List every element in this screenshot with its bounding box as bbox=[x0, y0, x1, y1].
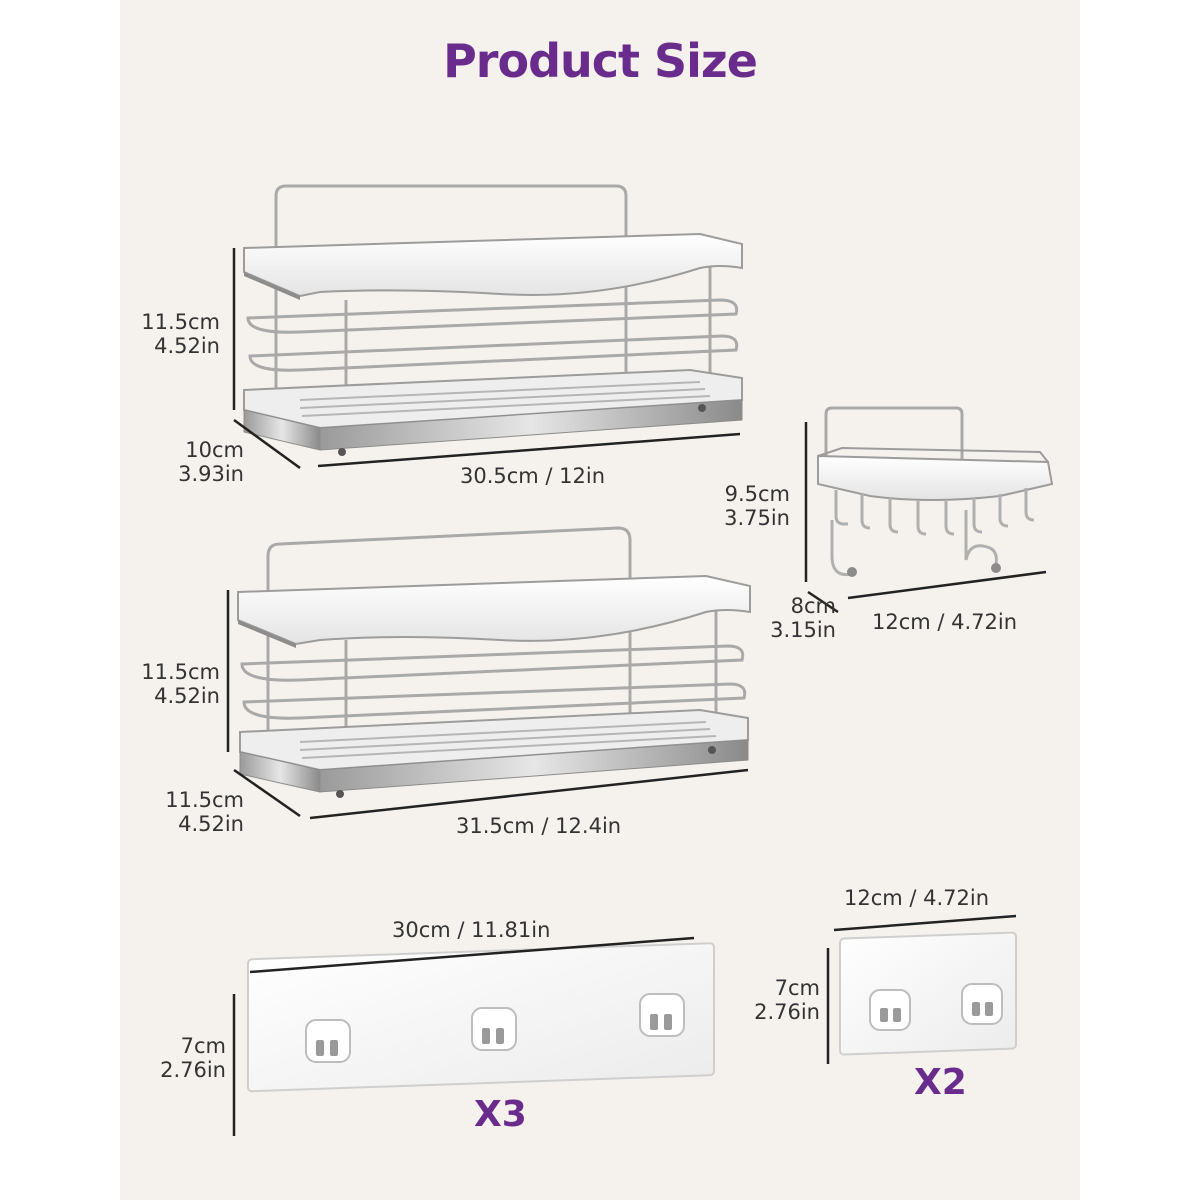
caddy-top-rim bbox=[243, 232, 743, 298]
dimension-lines-adhesive-small bbox=[826, 914, 1017, 1064]
shower-caddy-top bbox=[246, 184, 739, 440]
soap-dish-width: 12cm / 4.72in bbox=[872, 610, 1018, 634]
adhesive-large-height-in: 2.76in bbox=[160, 1058, 226, 1082]
soap-dish-height-cm: 9.5cm bbox=[724, 482, 790, 506]
caddy-bottom-base bbox=[239, 708, 749, 798]
caddy-bottom-depth-in: 4.52in bbox=[178, 812, 244, 836]
adhesive-strip-large bbox=[247, 942, 715, 1093]
caddy-top-base bbox=[243, 368, 743, 456]
caddy-top-width: 30.5cm / 12in bbox=[460, 464, 606, 488]
adhesive-large-quantity: X3 bbox=[474, 1094, 527, 1135]
soap-dish bbox=[817, 406, 1054, 577]
caddy-top-height-cm: 11.5cm bbox=[141, 310, 220, 334]
dimension-lines-soap-dish bbox=[804, 422, 1047, 614]
soap-dish-depth-cm: 8cm bbox=[790, 594, 836, 618]
adhesive-strip-small bbox=[839, 931, 1017, 1056]
adhesive-large-width: 30cm / 11.81in bbox=[392, 918, 551, 942]
adhesive-small-quantity: X2 bbox=[914, 1062, 967, 1103]
adhesive-small-width: 12cm / 4.72in bbox=[844, 886, 990, 910]
caddy-bottom-depth-cm: 11.5cm bbox=[165, 788, 244, 812]
dimension-lines-adhesive-large bbox=[232, 936, 695, 1136]
soap-dish-depth-in: 3.15in bbox=[770, 618, 836, 642]
caddy-bottom-width: 31.5cm / 12.4in bbox=[456, 814, 622, 838]
dimension-lines-caddy-top bbox=[232, 248, 741, 470]
adhesive-small-height-in: 2.76in bbox=[754, 1000, 820, 1024]
dimension-lines-caddy-bottom bbox=[226, 590, 749, 820]
adhesive-small-height-cm: 7cm bbox=[774, 976, 820, 1000]
soap-dish-height-in: 3.75in bbox=[724, 506, 790, 530]
caddy-bottom-rim bbox=[237, 574, 751, 646]
caddy-top-depth-in: 3.93in bbox=[178, 462, 244, 486]
caddy-top-depth-cm: 10cm bbox=[185, 438, 244, 462]
caddy-bottom-height-in: 4.52in bbox=[154, 684, 220, 708]
page-title: Product Size bbox=[443, 34, 758, 88]
caddy-top-height-in: 4.52in bbox=[154, 334, 220, 358]
caddy-bottom-height-cm: 11.5cm bbox=[141, 660, 220, 684]
adhesive-large-height-cm: 7cm bbox=[180, 1034, 226, 1058]
